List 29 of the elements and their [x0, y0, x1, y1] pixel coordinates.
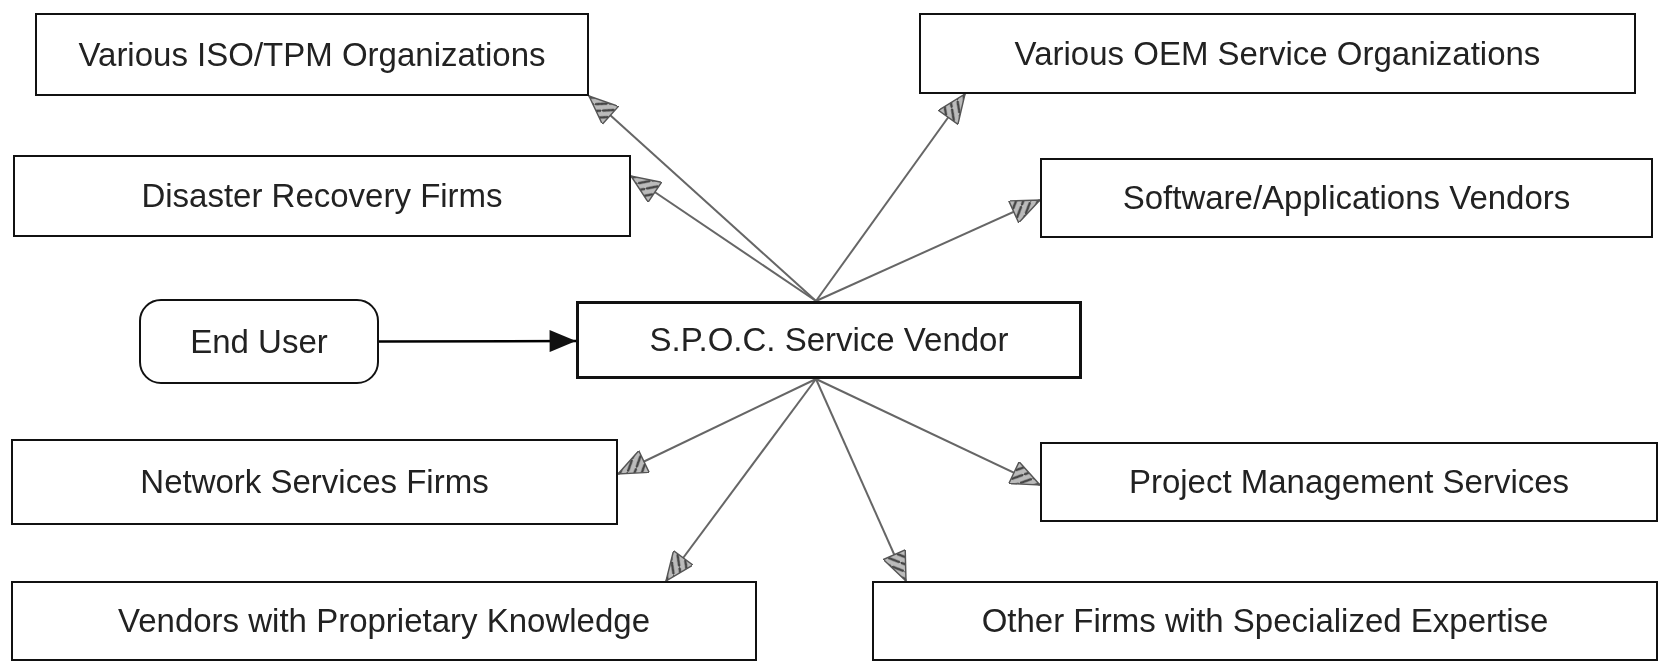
arrow: [815, 93, 966, 302]
arrow: [815, 199, 1041, 302]
start-box: [139, 299, 379, 384]
node-label: Other Firms with Specialized Expertise: [981, 602, 1549, 640]
arrow: [815, 378, 1041, 486]
arrow: [617, 378, 817, 475]
process-box: [919, 13, 1636, 94]
node-label: Various OEM Service Organizations: [1014, 34, 1541, 73]
arrow: [630, 175, 817, 302]
process-box: [872, 581, 1658, 661]
node-label: Various ISO/TPM Organizations: [78, 35, 546, 74]
node-label: Network Services Firms: [140, 463, 489, 501]
arrow: [665, 378, 817, 582]
node-label: Project Management Services: [1128, 463, 1570, 501]
node-label: Disaster Recovery Firms: [141, 177, 503, 215]
node-label: End User: [190, 322, 328, 361]
arrow: [379, 330, 576, 353]
process-box: [11, 581, 757, 661]
process-box: [13, 155, 631, 237]
node-label: S.P.O.C. Service Vendor: [649, 321, 1009, 359]
process-box: [1040, 158, 1653, 238]
node-label: Software/Applications Vendors: [1122, 179, 1571, 217]
arrow: [815, 378, 907, 582]
process-box: [35, 13, 589, 96]
process-box: [11, 439, 618, 525]
hub-box: [576, 301, 1082, 379]
node-label: Vendors with Proprietary Knowledge: [118, 602, 650, 640]
process-box: [1040, 442, 1658, 522]
arrow: [588, 95, 817, 302]
